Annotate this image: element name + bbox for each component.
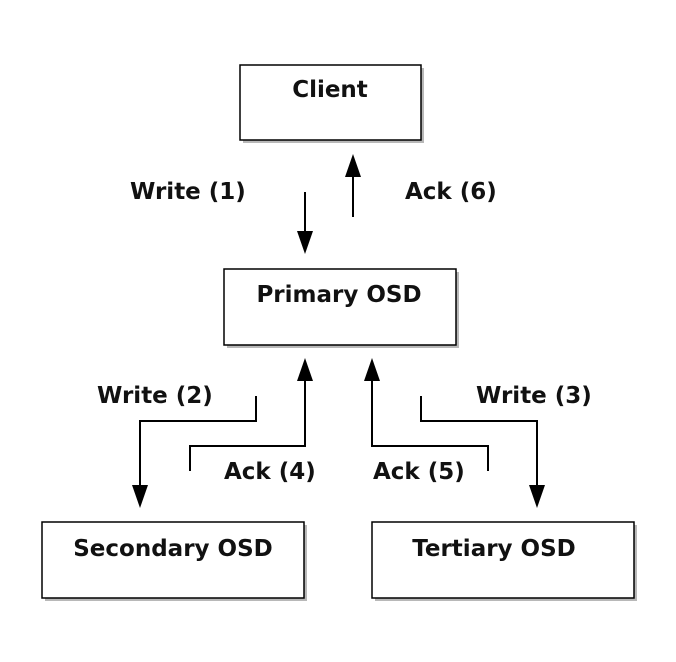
edge-write-2-arrowhead <box>132 485 148 508</box>
edge-write-2-label: Write (2) <box>97 383 213 409</box>
secondary-osd-node-label: Secondary OSD <box>73 536 273 562</box>
tertiary-osd-node-box <box>371 521 635 599</box>
tertiary-osd-node-label: Tertiary OSD <box>412 536 576 562</box>
primary-osd-node-label: Primary OSD <box>256 282 421 308</box>
edge-ack-6: Ack (6) <box>345 154 497 217</box>
edge-ack-4: Ack (4) <box>189 358 316 485</box>
client-node-label: Client <box>292 77 368 103</box>
client-node-box <box>239 64 422 141</box>
edge-write-3-arrowhead <box>529 485 545 508</box>
edge-write-3-line <box>420 396 538 486</box>
secondary-osd-node: Secondary OSD <box>41 521 307 601</box>
edge-write-1: Write (1) <box>130 179 313 254</box>
edge-ack-6-label: Ack (6) <box>405 179 497 205</box>
edge-ack-6-arrowhead <box>345 154 361 177</box>
edge-write-3: Write (3) <box>420 383 592 508</box>
edge-write-1-label: Write (1) <box>130 179 246 205</box>
edge-write-2: Write (2) <box>97 383 257 508</box>
edge-write-3-label: Write (3) <box>476 383 592 409</box>
tertiary-osd-node: Tertiary OSD <box>371 521 637 601</box>
client-node: Client <box>239 64 424 143</box>
edge-ack-4-line <box>189 380 306 471</box>
edge-ack-5-arrowhead <box>364 358 380 381</box>
edge-ack-5-label: Ack (5) <box>373 459 465 485</box>
edge-ack-4-label: Ack (4) <box>224 459 316 485</box>
edge-write-2-line <box>139 396 257 486</box>
primary-osd-node-box <box>223 268 457 346</box>
edge-write-1-arrowhead <box>297 231 313 254</box>
edge-ack-4-arrowhead <box>297 358 313 381</box>
secondary-osd-node-box <box>41 521 305 599</box>
edge-ack-5-line <box>371 380 489 471</box>
primary-osd-node: Primary OSD <box>223 268 459 348</box>
edge-ack-5: Ack (5) <box>364 358 489 485</box>
